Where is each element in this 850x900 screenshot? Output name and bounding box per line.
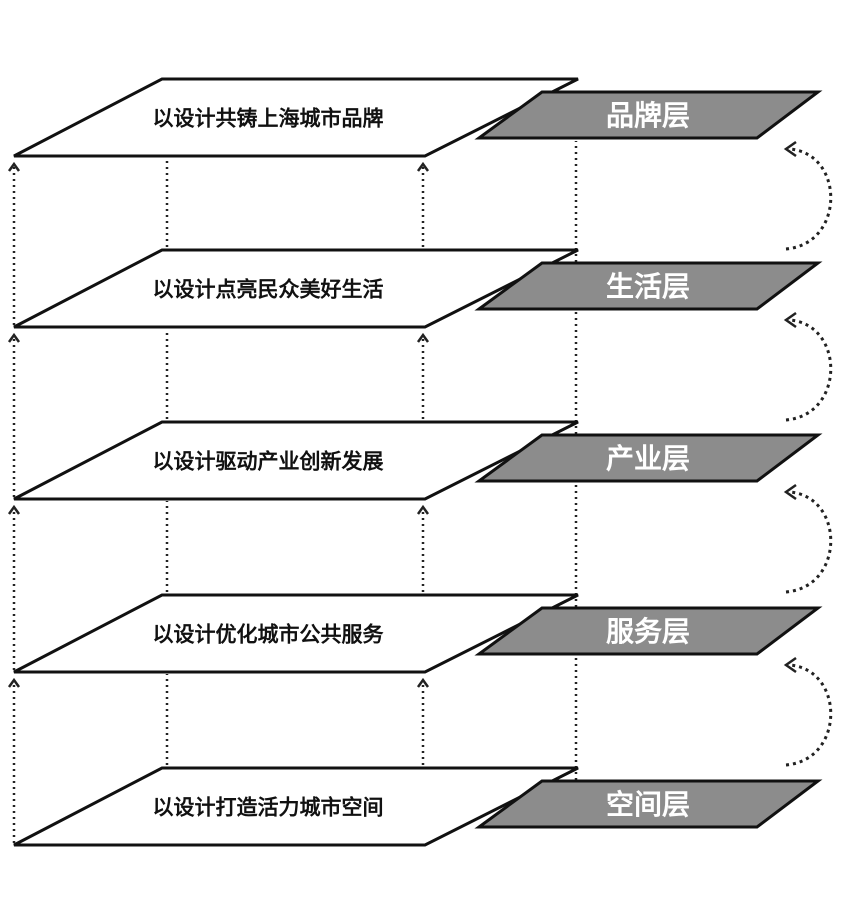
layer-2: 以设计点亮民众美好生活 生活层 bbox=[13, 248, 823, 329]
layer-3: 以设计驱动产业创新发展 产业层 bbox=[13, 420, 823, 501]
arrow-up-icon bbox=[7, 332, 21, 343]
layer-plane bbox=[13, 766, 579, 847]
tag-plane bbox=[474, 261, 823, 311]
layer-label: 以设计打造活力城市空间 bbox=[153, 796, 384, 820]
arrow-up-icon bbox=[7, 677, 21, 688]
upward-curve-arrow bbox=[785, 318, 833, 422]
tag-label: 产业层 bbox=[606, 442, 690, 475]
arrow-up-icon bbox=[7, 504, 21, 515]
layer-label: 以设计点亮民众美好生活 bbox=[153, 278, 384, 302]
layer-label: 以设计共铸上海城市品牌 bbox=[153, 107, 384, 131]
connectors bbox=[7, 140, 833, 843]
tag-label: 空间层 bbox=[606, 788, 690, 821]
tag-label: 服务层 bbox=[606, 615, 690, 648]
arrow-up-icon bbox=[416, 332, 430, 343]
layer-plane bbox=[13, 420, 579, 501]
layer-plane bbox=[13, 593, 579, 674]
layer-5: 以设计打造活力城市空间 空间层 bbox=[13, 766, 823, 847]
upward-curve-arrow bbox=[785, 147, 833, 251]
tag-plane bbox=[474, 90, 823, 140]
layer-1: 以设计共铸上海城市品牌 品牌层 bbox=[13, 77, 823, 158]
curve-arrowhead-icon bbox=[783, 140, 797, 158]
tag-plane bbox=[474, 606, 823, 656]
curve-arrowhead-icon bbox=[783, 483, 797, 501]
arrow-up-icon bbox=[416, 504, 430, 515]
tag-plane bbox=[474, 433, 823, 483]
curve-arrowhead-icon bbox=[783, 656, 797, 674]
upward-curve-arrow bbox=[785, 490, 833, 594]
layer-plane bbox=[13, 77, 579, 158]
tag-plane bbox=[474, 779, 823, 829]
layer-label: 以设计驱动产业创新发展 bbox=[153, 450, 384, 474]
arrow-up-icon bbox=[416, 161, 430, 172]
layer-plane bbox=[13, 248, 579, 329]
upward-curve-arrow bbox=[785, 663, 833, 767]
arrow-up-icon bbox=[416, 677, 430, 688]
curve-arrowhead-icon bbox=[783, 311, 797, 329]
layer-4: 以设计优化城市公共服务 服务层 bbox=[13, 593, 823, 674]
tag-label: 生活层 bbox=[606, 270, 690, 303]
tag-label: 品牌层 bbox=[606, 99, 690, 132]
layer-label: 以设计优化城市公共服务 bbox=[153, 623, 385, 647]
arrow-up-icon bbox=[7, 161, 21, 172]
